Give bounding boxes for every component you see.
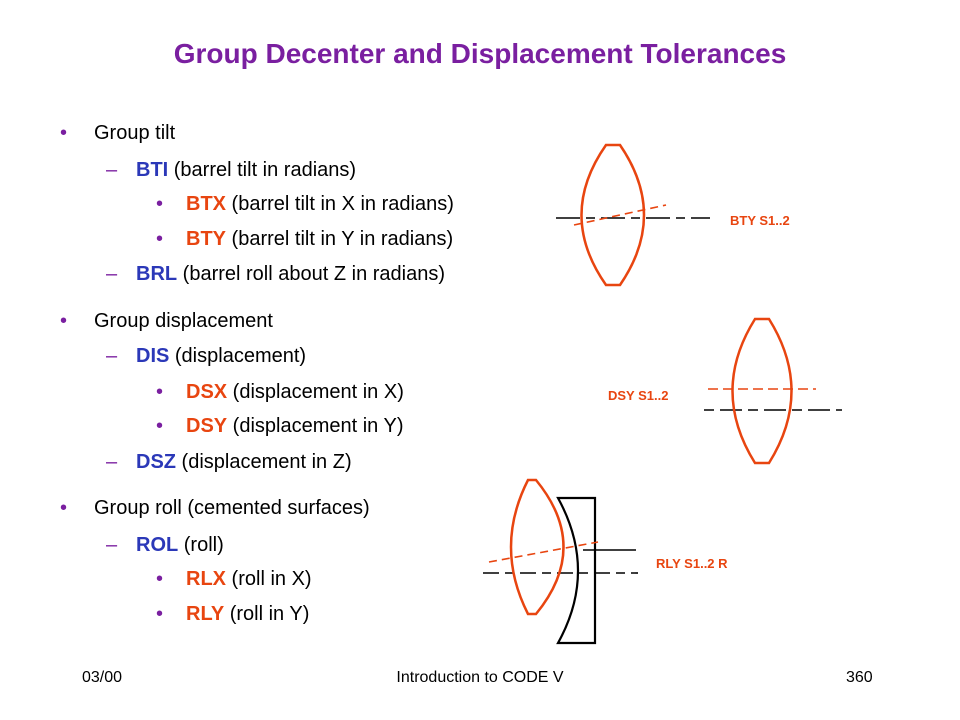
bullet-marker: • xyxy=(156,415,164,437)
figure-label: BTY S1..2 xyxy=(730,213,790,228)
biconvex-lens xyxy=(580,143,646,287)
code-keyword: RLX xyxy=(186,568,226,590)
subbullet-dsx: • DSX (displacement in X) xyxy=(156,380,404,404)
displaced-lens-figure: DSY S1..2 xyxy=(608,317,842,465)
code-keyword: BRL xyxy=(136,263,178,285)
code-keyword: DIS xyxy=(136,345,170,367)
code-description: (roll in Y) xyxy=(224,603,310,625)
bullet-marker: • xyxy=(60,310,68,332)
rolled-axis xyxy=(488,541,599,563)
bullet-marker: • xyxy=(156,603,164,625)
code-description: (barrel tilt in radians) xyxy=(168,159,357,181)
code-keyword: BTI xyxy=(136,159,169,181)
subbullet-btx: • BTX (barrel tilt in X in radians) xyxy=(156,192,454,216)
bullet-group-displacement: • Group displacement xyxy=(60,309,273,333)
tilted-axis xyxy=(573,204,667,226)
footer-page-number: 360 xyxy=(846,669,873,686)
code-keyword: DSX xyxy=(186,381,228,403)
footer-course: Introduction to CODE V xyxy=(396,669,564,686)
bullet-marker: • xyxy=(156,193,164,215)
bullet-group-roll: • Group roll (cemented surfaces) xyxy=(60,496,370,520)
code-description: (displacement) xyxy=(169,345,307,367)
figure-label: RLY S1..2 R xyxy=(656,556,728,571)
rolled-lens xyxy=(509,478,565,616)
code-keyword: BTY xyxy=(186,228,226,250)
figure-label: DSY S1..2 xyxy=(608,388,668,403)
code-keyword: RLY xyxy=(186,603,225,625)
dash-marker: – xyxy=(106,159,118,181)
subbullet-dsz: –DSZ (displacement in Z) xyxy=(106,450,352,474)
dash-marker: – xyxy=(106,345,118,367)
dash-marker: – xyxy=(106,534,118,556)
code-description: (roll in X) xyxy=(226,568,312,590)
concave-element xyxy=(556,496,597,645)
bullet-marker: • xyxy=(156,381,164,403)
code-keyword: DSZ xyxy=(136,451,176,473)
subbullet-bty: • BTY (barrel tilt in Y in radians) xyxy=(156,227,453,251)
rolled-doublet-figure: RLY S1..2 R xyxy=(483,478,728,645)
code-description: (displacement in Y) xyxy=(227,415,404,437)
code-description: (barrel roll about Z in radians) xyxy=(177,263,445,285)
bullet-marker: • xyxy=(60,122,68,144)
biconvex-lens xyxy=(731,317,793,465)
dash-marker: – xyxy=(106,263,118,285)
code-description: (displacement in X) xyxy=(227,381,404,403)
code-description: (displacement in Z) xyxy=(176,451,352,473)
tilted-lens-figure: BTY S1..2 xyxy=(556,143,790,287)
subbullet-bti: –BTI (barrel tilt in radians) xyxy=(106,158,356,182)
bullet-heading: Group roll (cemented surfaces) xyxy=(94,497,370,519)
code-description: (roll) xyxy=(178,534,224,556)
bullet-heading: Group tilt xyxy=(94,122,176,144)
bullet-marker: • xyxy=(156,568,164,590)
dash-marker: – xyxy=(106,451,118,473)
bullet-group-tilt: • Group tilt xyxy=(60,121,175,145)
subbullet-rlx: • RLX (roll in X) xyxy=(156,567,312,591)
footer-date: 03/00 xyxy=(82,669,123,686)
code-keyword: BTX xyxy=(186,193,226,215)
code-keyword: DSY xyxy=(186,415,228,437)
subbullet-rly: • RLY (roll in Y) xyxy=(156,602,309,626)
subbullet-rol: –ROL (roll) xyxy=(106,533,224,557)
slide-title: Group Decenter and Displacement Toleranc… xyxy=(173,38,787,69)
code-description: (barrel tilt in Y in radians) xyxy=(226,228,454,250)
subbullet-brl: –BRL (barrel roll about Z in radians) xyxy=(106,262,445,286)
subbullet-dis: –DIS (displacement) xyxy=(106,344,306,368)
code-keyword: ROL xyxy=(136,534,179,556)
bullet-marker: • xyxy=(156,228,164,250)
subbullet-dsy: • DSY (displacement in Y) xyxy=(156,414,404,438)
bullet-marker: • xyxy=(60,497,68,519)
bullet-heading: Group displacement xyxy=(94,310,273,332)
code-description: (barrel tilt in X in radians) xyxy=(226,193,454,215)
